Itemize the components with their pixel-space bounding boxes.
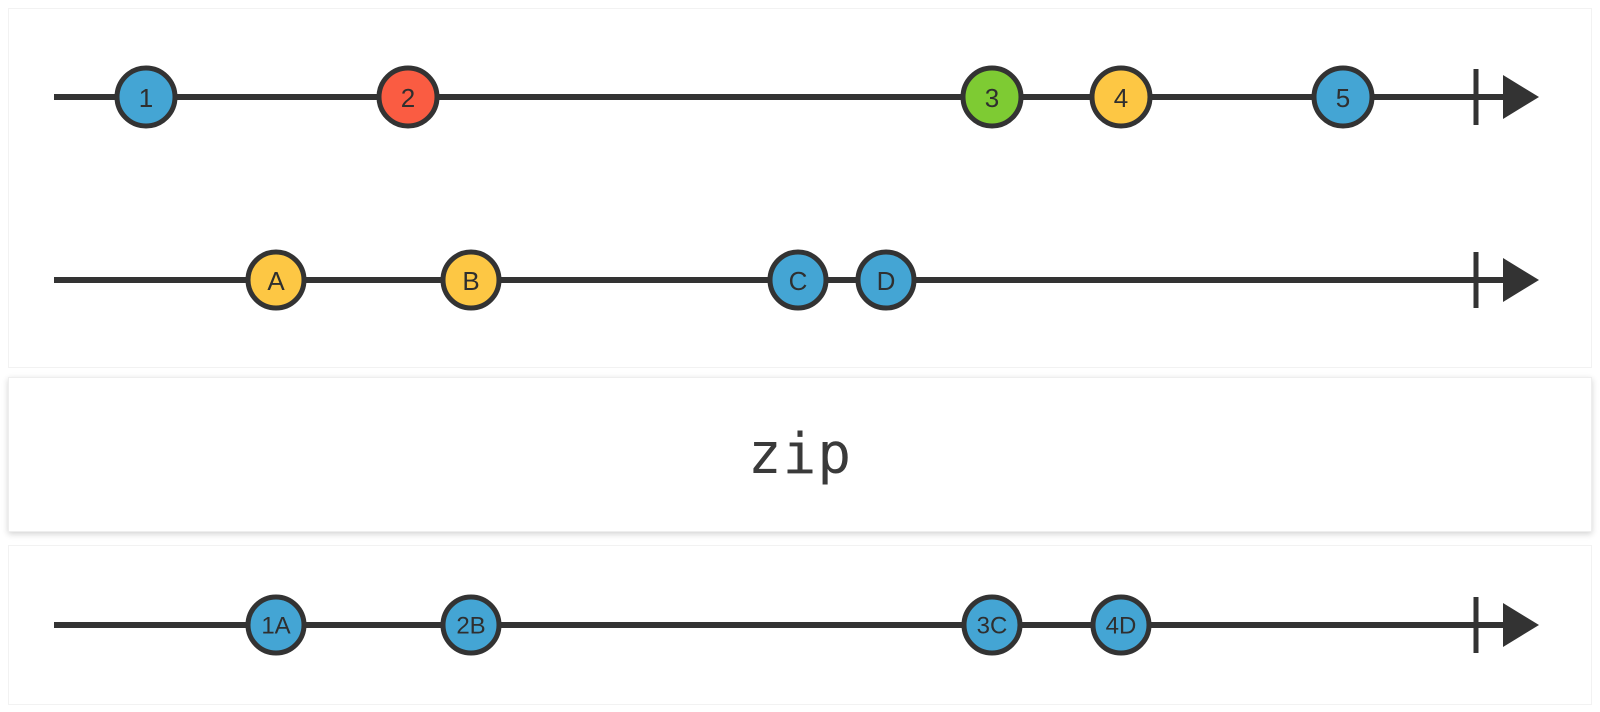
marble-label: D xyxy=(877,266,896,296)
marble[interactable]: A xyxy=(245,249,307,311)
marble[interactable]: 4 xyxy=(1089,65,1153,129)
marble-label: C xyxy=(789,266,808,296)
marble-circle[interactable] xyxy=(855,249,917,311)
marble-circle[interactable] xyxy=(114,65,178,129)
timeline-arrow-head-icon xyxy=(1503,603,1539,647)
marble-label: 4D xyxy=(1106,613,1137,640)
marble[interactable]: 4D xyxy=(1090,594,1152,656)
timeline-arrow-head-icon xyxy=(1503,258,1539,302)
marble-circle[interactable] xyxy=(960,65,1024,129)
marble-circle[interactable] xyxy=(961,594,1023,656)
marble[interactable]: 1A xyxy=(245,594,307,656)
marble[interactable]: 2 xyxy=(376,65,440,129)
marble-label: 2 xyxy=(401,83,415,113)
marble-label: A xyxy=(267,266,285,296)
operator-panel[interactable]: zip xyxy=(8,377,1592,532)
marble[interactable]: 1 xyxy=(114,65,178,129)
marble[interactable]: D xyxy=(855,249,917,311)
operator-label: zip xyxy=(747,421,853,487)
marble[interactable]: 3C xyxy=(961,594,1023,656)
stream-source-1: 1 2 3 4 5 xyxy=(54,65,1539,129)
marble-label: B xyxy=(462,266,479,296)
marble-circle[interactable] xyxy=(1311,65,1375,129)
marble-circle[interactable] xyxy=(440,249,502,311)
marble-circle[interactable] xyxy=(1090,594,1152,656)
marble-circle[interactable] xyxy=(440,594,502,656)
stream-source-2: A B C D xyxy=(54,249,1539,311)
marble-circle[interactable] xyxy=(767,249,829,311)
marble-label: 1A xyxy=(261,613,290,640)
marble-circle[interactable] xyxy=(245,249,307,311)
marble[interactable]: 5 xyxy=(1311,65,1375,129)
marble-label: 3C xyxy=(977,613,1008,640)
timeline-source-1[interactable]: 1 2 3 4 5A B C D xyxy=(9,9,1593,369)
marble-label: 3 xyxy=(985,83,999,113)
marble-label: 2B xyxy=(456,613,485,640)
stream-result: 1A 2B 3C 4D xyxy=(54,594,1539,656)
marble[interactable]: 2B xyxy=(440,594,502,656)
output-stream-panel: 1A 2B 3C 4D xyxy=(8,545,1592,705)
marble-label: 5 xyxy=(1336,83,1350,113)
marble-circle[interactable] xyxy=(376,65,440,129)
marble[interactable]: C xyxy=(767,249,829,311)
timeline-result[interactable]: 1A 2B 3C 4D xyxy=(9,546,1593,706)
marble[interactable]: B xyxy=(440,249,502,311)
marble-circle[interactable] xyxy=(245,594,307,656)
marble-label: 1 xyxy=(139,83,153,113)
timeline-arrow-head-icon xyxy=(1503,75,1539,119)
marble-circle[interactable] xyxy=(1089,65,1153,129)
marble-label: 4 xyxy=(1114,83,1128,113)
marble[interactable]: 3 xyxy=(960,65,1024,129)
